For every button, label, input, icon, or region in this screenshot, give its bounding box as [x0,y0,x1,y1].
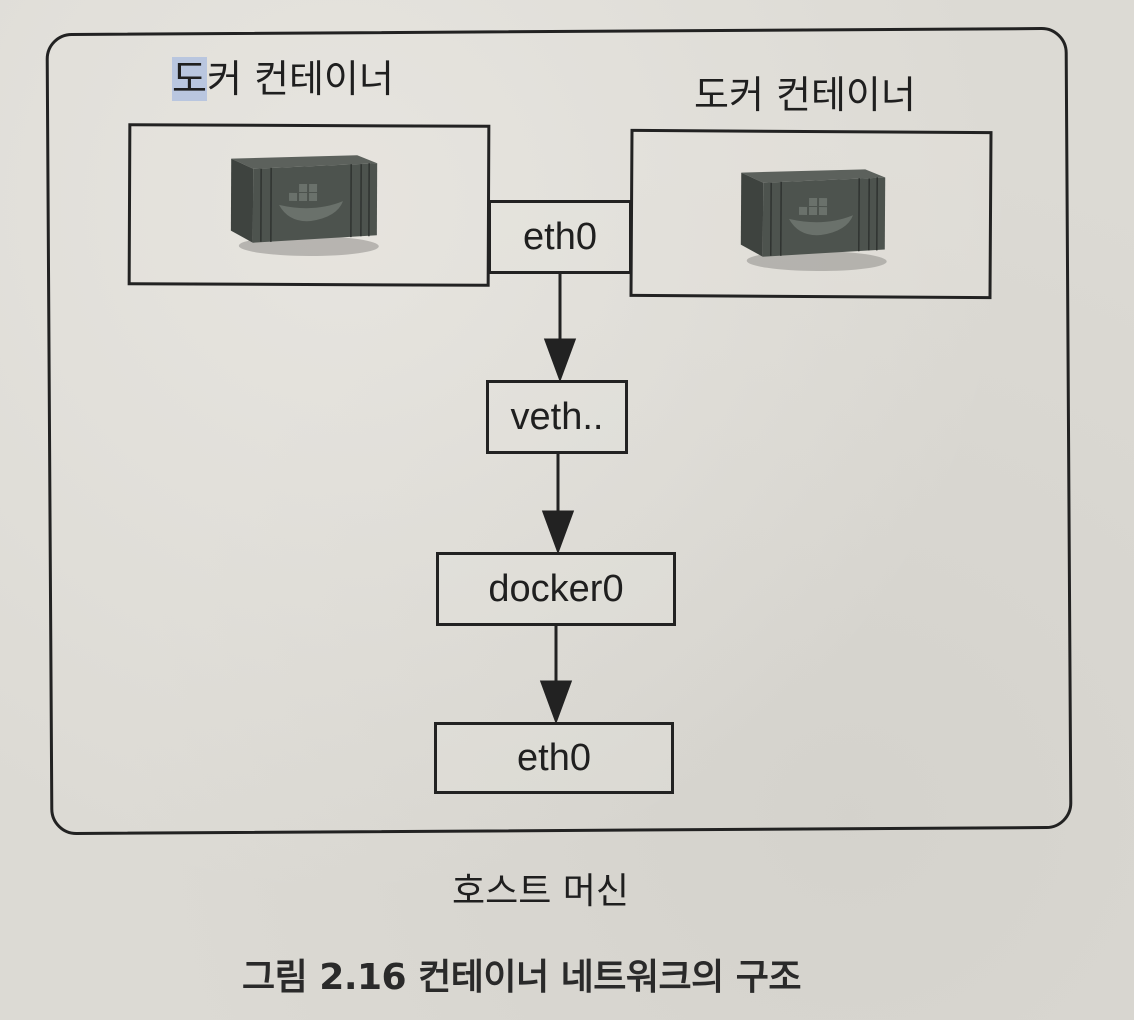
docker-container-icon [230,155,379,257]
figure-caption: 그림 2.16 컨테이너 네트워크의 구조 [242,957,802,998]
container-label-left-rest: 커 컨테이너 [206,57,394,101]
docker-container-icon [740,169,887,272]
veth-interface: veth.. [486,380,628,454]
container-eth0-interface: eth0 [488,200,632,274]
host-machine-label: 호스트 머신 [452,871,630,912]
container-label-left: 도커 컨테이너 [172,57,394,101]
container-label-right: 도커 컨테이너 [694,73,916,117]
highlighted-text: 도 [172,57,207,101]
host-eth0-interface: eth0 [434,722,674,794]
docker0-bridge: docker0 [436,552,676,626]
docker-container-box-left [127,123,491,287]
docker-container-box-right [629,128,993,300]
